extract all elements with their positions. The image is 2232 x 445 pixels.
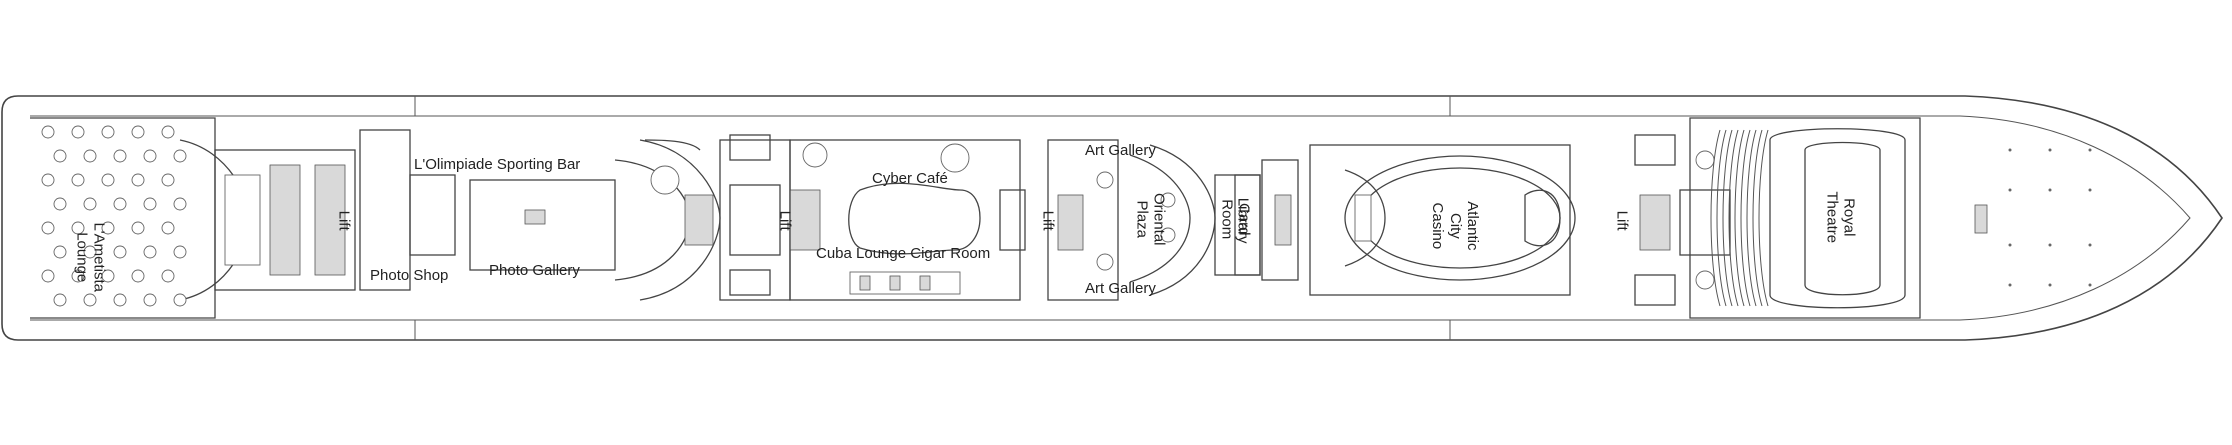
lounge-seat	[131, 221, 145, 235]
lounge-seat	[83, 149, 97, 163]
label-casino: Atlantic City Casino	[1429, 201, 1481, 251]
lounge-seat	[173, 149, 187, 163]
lounge-seat	[113, 197, 127, 211]
label-lift-2: Lift	[776, 210, 794, 231]
label-lift-3: Lift	[1039, 210, 1057, 231]
lounge-seat	[161, 221, 175, 235]
lounge-seat	[131, 125, 145, 139]
label-art-gallery-top: Art Gallery	[1085, 142, 1156, 159]
lounge-seat	[173, 197, 187, 211]
lounge-seat	[143, 149, 157, 163]
theatre-seat-row	[1722, 129, 1733, 307]
lounge-seat	[71, 269, 85, 283]
lounge-seat	[143, 197, 157, 211]
label-cyber-cafe: Cyber Café	[872, 170, 948, 187]
bow-deck	[1974, 148, 2092, 287]
lounge-seat	[143, 245, 157, 259]
lounge-seat	[161, 173, 175, 187]
lounge-seat	[173, 293, 187, 307]
lounge-seat	[83, 197, 97, 211]
card-room-library	[1214, 159, 1299, 281]
theatre-seat-row	[1740, 129, 1751, 307]
lounge-seat	[143, 293, 157, 307]
lounge-seat	[41, 221, 55, 235]
theatre-seat-row	[1758, 129, 1769, 307]
lounge-seat	[53, 245, 67, 259]
lounge-seat	[71, 221, 85, 235]
lounge-seat	[71, 125, 85, 139]
lounge-seat	[173, 245, 187, 259]
lounge-seat	[41, 173, 55, 187]
lounge-seat	[53, 197, 67, 211]
label-cuba-lounge: Cuba Lounge Cigar Room	[816, 245, 991, 262]
label-photo-shop: Photo Shop	[370, 267, 449, 284]
lounge-seat	[83, 293, 97, 307]
lounge-seat	[71, 173, 85, 187]
lift-core-1	[214, 149, 356, 291]
lounge-seat	[83, 245, 97, 259]
lounge-seat	[113, 149, 127, 163]
theatre-seat-row	[1734, 129, 1745, 307]
lounge-seat	[161, 125, 175, 139]
lounge-seat	[101, 125, 115, 139]
label-oriental-plaza: Oriental Plaza	[1133, 192, 1168, 246]
label-photo-gallery: Photo Gallery	[489, 262, 580, 279]
label-ametista-lounge: L'Ametista Lounge	[73, 222, 108, 293]
inner-hull-line	[30, 115, 2191, 321]
label-royal-theatre: Royal Theatre	[1823, 191, 1858, 244]
lounge-seat	[53, 149, 67, 163]
lounge-seat	[101, 269, 115, 283]
theatre-seat-row	[1728, 129, 1739, 307]
theatre-seat-row	[1752, 129, 1763, 307]
lounge-seat	[53, 293, 67, 307]
royal-theatre-area	[1689, 117, 1921, 319]
label-art-gallery-bottom: Art Gallery	[1085, 280, 1156, 297]
lounge-seat	[41, 125, 55, 139]
label-lift-4: Lift	[1613, 210, 1631, 231]
lift-core-4	[1634, 134, 1731, 306]
lounge-seat	[113, 245, 127, 259]
ship-hull	[1, 95, 2223, 341]
lounge-seat	[41, 269, 55, 283]
label-lift-1: Lift	[335, 210, 353, 231]
label-olimpiade-bar: L'Olimpiade Sporting Bar	[414, 156, 581, 173]
lounge-seat	[131, 269, 145, 283]
casino-area	[1309, 144, 1576, 296]
label-library: Library	[1234, 197, 1252, 244]
ametista-lounge-area	[30, 117, 251, 319]
lounge-seat	[101, 221, 115, 235]
lounge-seat	[101, 173, 115, 187]
theatre-seat-row	[1716, 129, 1727, 307]
lounge-seat	[161, 269, 175, 283]
lounge-seat	[131, 173, 145, 187]
lounge-seat	[113, 293, 127, 307]
cyber-cafe-area	[789, 139, 1026, 301]
theatre-seat-row	[1746, 129, 1757, 307]
lift-core-2	[719, 134, 821, 301]
theatre-seat-row	[1710, 129, 1721, 307]
